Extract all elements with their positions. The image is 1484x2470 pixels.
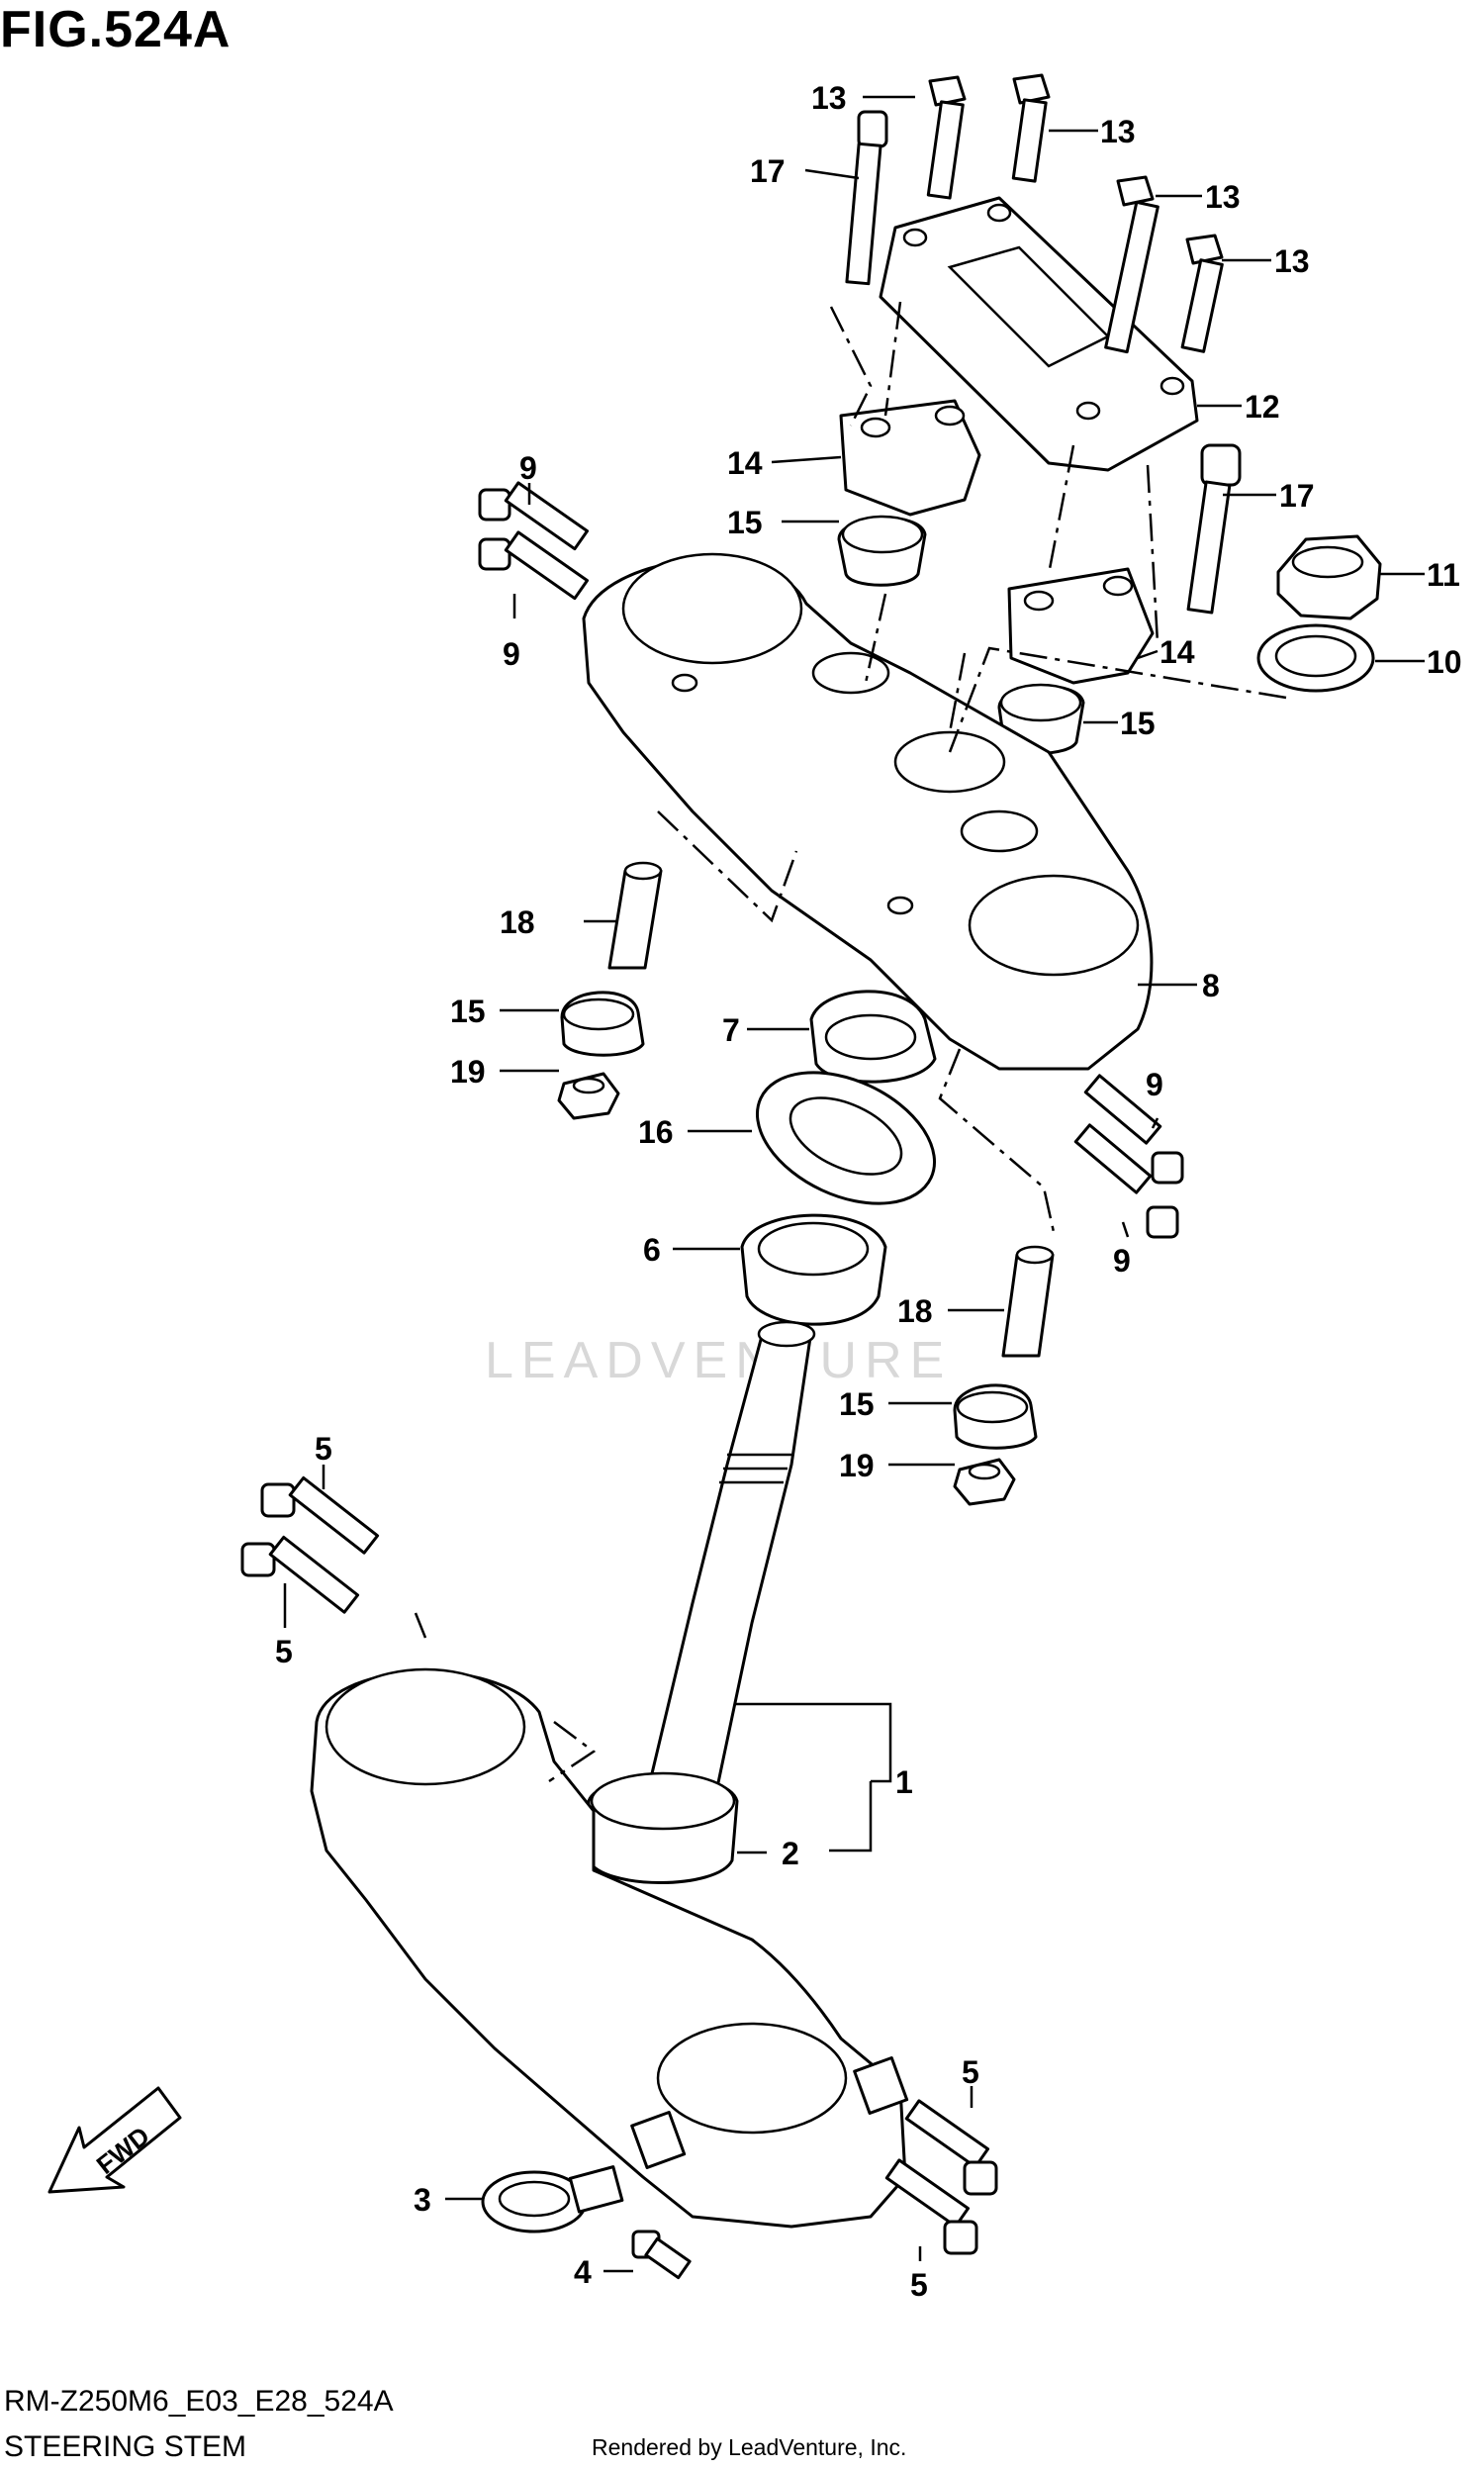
callout-19: 19 — [839, 1448, 875, 1483]
callout-15: 15 — [839, 1386, 875, 1422]
callout-5: 5 — [910, 2267, 928, 2303]
bolt-13-c — [1104, 175, 1159, 354]
bolt-13-b — [1011, 73, 1051, 183]
callout-2: 2 — [782, 1836, 799, 1871]
bolt-5-b — [240, 1535, 360, 1614]
callout-11: 11 — [1427, 557, 1460, 593]
callout-14: 14 — [1159, 634, 1195, 670]
leader-lines — [283, 95, 1425, 2273]
dust-seal-16 — [755, 1071, 937, 1205]
lower-steering-bracket — [310, 1667, 909, 2229]
cushion-15-d — [953, 1383, 1038, 1450]
callout-18: 18 — [897, 1293, 933, 1329]
stem-nut-11 — [1276, 534, 1382, 620]
callout-13: 13 — [1100, 114, 1136, 149]
callout-3: 3 — [414, 2182, 431, 2218]
steering-stem-shaft — [641, 1320, 816, 1813]
bolt-9-b — [478, 530, 590, 601]
alignment-lines — [414, 301, 1287, 1783]
bolt-13-d — [1180, 234, 1224, 353]
model-code: RM-Z250M6_E03_E28_524A — [4, 2385, 394, 2418]
lock-nut-7 — [809, 990, 937, 1084]
callout-12: 12 — [1245, 389, 1280, 425]
bolt-9-c — [1083, 1074, 1184, 1185]
figure-title: FIG.524A — [0, 1, 232, 58]
bolt-9-a — [478, 481, 590, 551]
bolt-5-d — [884, 2158, 978, 2255]
callout-10: 10 — [1427, 644, 1462, 680]
handlebar-upper-holder — [879, 196, 1199, 472]
callout-19: 19 — [450, 1054, 486, 1090]
callout-4: 4 — [574, 2254, 592, 2290]
callout-6: 6 — [643, 1232, 661, 1268]
callout-labels: 13 13 13 13 17 12 9 9 14 17 11 15 10 14 … — [275, 80, 1462, 2303]
callout-15: 15 — [450, 994, 486, 1029]
collar-18-b — [1001, 1245, 1055, 1358]
bolt-5-a — [260, 1475, 380, 1555]
callout-18: 18 — [500, 904, 535, 940]
callout-5: 5 — [315, 1431, 332, 1467]
bolt-17-b — [1186, 443, 1242, 615]
figure-name: STEERING STEM — [4, 2430, 247, 2463]
callout-9: 9 — [503, 636, 520, 672]
callout-16: 16 — [638, 1114, 674, 1150]
callout-9: 9 — [1113, 1243, 1131, 1279]
callout-9: 9 — [519, 450, 537, 486]
bolt-9-d — [1073, 1123, 1179, 1239]
screw-4 — [631, 2230, 692, 2280]
fwd-arrow-icon: FWD — [47, 2086, 182, 2194]
callout-15: 15 — [727, 505, 763, 540]
callout-13: 13 — [811, 80, 847, 116]
cushion-15-a — [837, 515, 927, 587]
cushion-15-c — [560, 991, 645, 1057]
callout-9: 9 — [1146, 1067, 1163, 1102]
bolt-17-a — [845, 110, 888, 286]
collar-18-a — [607, 861, 663, 970]
bearing-6 — [740, 1213, 887, 1326]
callout-5: 5 — [962, 2054, 979, 2090]
callout-13: 13 — [1205, 179, 1241, 215]
callout-17: 17 — [1279, 478, 1315, 514]
nut-19-b — [953, 1458, 1016, 1506]
handlebar-lower-holder-b — [1007, 567, 1155, 685]
render-credit: Rendered by LeadVenture, Inc. — [592, 2434, 907, 2460]
bearing-2 — [587, 1771, 739, 1884]
handlebar-lower-holder-a — [839, 399, 981, 517]
callout-14: 14 — [727, 445, 763, 481]
bolt-5-c — [904, 2099, 998, 2196]
leadventure-watermark: LEADVENTURE — [485, 1332, 953, 1389]
callout-5: 5 — [275, 1634, 293, 1669]
callout-17: 17 — [750, 153, 786, 189]
callout-15: 15 — [1120, 706, 1156, 741]
nut-19-a — [557, 1072, 620, 1120]
bolt-13-a — [926, 75, 967, 200]
washer-10 — [1256, 623, 1375, 693]
callout-13: 13 — [1274, 243, 1310, 279]
upper-steering-bracket — [582, 552, 1154, 1071]
callout-1: 1 — [895, 1764, 913, 1800]
callout-7: 7 — [722, 1012, 740, 1048]
callout-8: 8 — [1202, 968, 1220, 1003]
hose-clamp-3 — [481, 2165, 624, 2233]
